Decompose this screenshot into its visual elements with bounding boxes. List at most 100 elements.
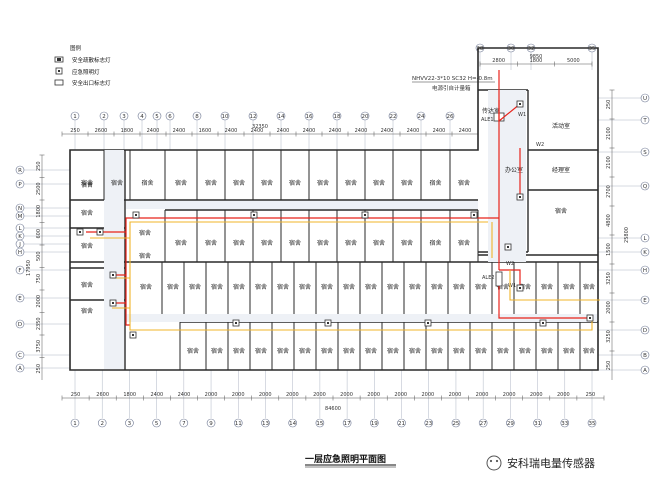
dim-upper-value: 2400 [173,128,186,134]
evacuation-sign-icon [54,56,64,63]
axis-right-K-circle [640,247,650,257]
dim-bottom-value: 2000 [340,392,353,398]
cable-source: 电源引自计量箱 [432,84,471,92]
room-dorm-lower-north: 宿舍 [409,283,421,291]
dim-upper-value: 1600 [199,128,212,134]
room-dorm-lower-south: 宿舍 [321,347,333,355]
room-dorm-lower-north: 宿舍 [497,283,509,291]
room-dorm-lower-north: 宿舍 [140,283,152,291]
dim-bottom-value: 2000 [313,392,326,398]
dim-bottom-value: 2400 [178,392,191,398]
axis-bottom-33-circle [560,418,570,428]
dim-right-value: 2100 [606,156,612,169]
room-dorm-lower-south: 宿舍 [453,347,465,355]
dim-bottom-value: 250 [586,392,596,398]
room-dorm-lower-south: 宿舍 [211,347,223,355]
room-dorm-middle: 宿舍 [261,239,273,247]
room-dorm-middle: 宿舍 [429,239,441,247]
emergency-light-icon-dot [112,302,114,304]
emergency-light-icon-dot [327,322,329,324]
dim-top-value: 1800 [530,58,543,64]
dim-bottom-value: 2400 [150,392,163,398]
dim-upper-value: 250 [70,128,80,134]
legend-item-emergency: 应急照明灯 [72,68,100,76]
room-guard: 传达室 [482,107,500,115]
axis-left-R-circle [15,165,25,175]
dim-top-value: 2800 [492,58,505,64]
axis-bottom-7-circle [179,418,189,428]
axis-left-J: J [18,242,21,248]
axis-left-N: N [18,206,22,212]
room-dorm-lower-south: 宿舍 [299,347,311,355]
axis-bottom-33: 33 [561,421,568,427]
room-dorm-middle: 宿舍 [139,252,151,260]
room-dorm-middle: 宿舍 [317,239,329,247]
circuit-w2-upper: W2 [536,142,544,148]
dim-upper-value: 2400 [303,128,316,134]
room-dorm-north: 宿舍 [317,179,329,187]
room-dorm-lower-south: 宿舍 [519,347,531,355]
axis-bottom-15-circle [315,418,325,428]
axis-bottom-13-circle [261,418,270,428]
axis-right-B: B [643,353,647,359]
dim-bottom-value: 2000 [503,392,516,398]
emergency-light-icon-dot [542,322,544,324]
axis-right-Q-circle [640,181,650,191]
room-dorm-north: 宿舍 [233,179,245,187]
room-dorm-middle: 宿舍 [289,239,301,247]
axis-left-D-circle [15,319,25,329]
room-dorm-north: 宿舍 [111,179,123,187]
emergency-light-icon-dot [132,334,134,336]
axis-bottom-25: 25 [452,421,459,427]
axis-upper-1-circle [70,111,80,121]
axis-upper-8: 8 [195,114,199,120]
dim-upper-value: 2400 [459,128,472,134]
room-dorm-middle: 宿舍 [401,239,413,247]
dim-right-value: 2000 [606,301,612,314]
axis-bottom-23: 23 [425,421,432,427]
dim-right-value: 250 [606,361,612,371]
room-dorm-north: 宿舍 [458,179,470,187]
room-dorm-middle: 宿舍 [458,239,470,247]
dim-upper-value: 2400 [147,128,160,134]
room-dorm-lower-north: 宿舍 [453,283,465,291]
axis-left-C: C [18,353,22,359]
exit-sign-icon [54,79,64,86]
axis-bottom-29-circle [506,418,515,428]
panel-ale1: ALE1 [481,117,494,123]
dim-left-value: 250 [36,364,42,374]
room-dorm-lower-north: 宿舍 [299,283,311,291]
axis-upper-4-circle [137,111,147,121]
axis-left-M-circle [15,211,25,221]
axis-upper-5-circle [152,111,162,121]
room-dorm-west: 宿舍 [81,281,93,289]
axis-bottom-31-circle [533,418,542,428]
dim-bottom-value: 2000 [205,392,218,398]
axis-bottom-17: 17 [344,421,351,427]
dim-bottom-total: 84600 [325,406,341,412]
axis-bottom-3-circle [125,418,134,428]
room-dorm-lower-south: 宿舍 [475,347,487,355]
room-dorm-lower-north: 宿舍 [387,283,399,291]
room-dorm-lower-south: 宿舍 [277,347,289,355]
axis-bottom-15: 15 [316,421,323,427]
axis-bottom-7: 7 [182,421,186,427]
dim-bottom-value: 250 [71,392,81,398]
emergency-light-icon-dot [253,214,255,216]
dim-upper-value: 2400 [277,128,290,134]
dim-bottom-value: 2600 [96,392,109,398]
axis-left-R: R [18,168,22,174]
axis-left-F: F [18,268,21,274]
axis-upper-12: 12 [250,114,257,120]
room-dorm-north: 宿舍 [429,179,441,187]
dim-upper-value: 2400 [251,128,264,134]
room-dorm-middle: 宿舍 [139,229,151,237]
axis-bottom-3: 3 [128,421,132,427]
axis-right-A: A [643,368,647,374]
panel-ale2: ALE2 [482,275,495,281]
axis-left-K: K [18,234,22,240]
dim-upper-value: 2400 [433,128,446,134]
watermark: 安科瑞电量传感器 [486,455,595,471]
axis-top-35: 35 [589,46,596,52]
